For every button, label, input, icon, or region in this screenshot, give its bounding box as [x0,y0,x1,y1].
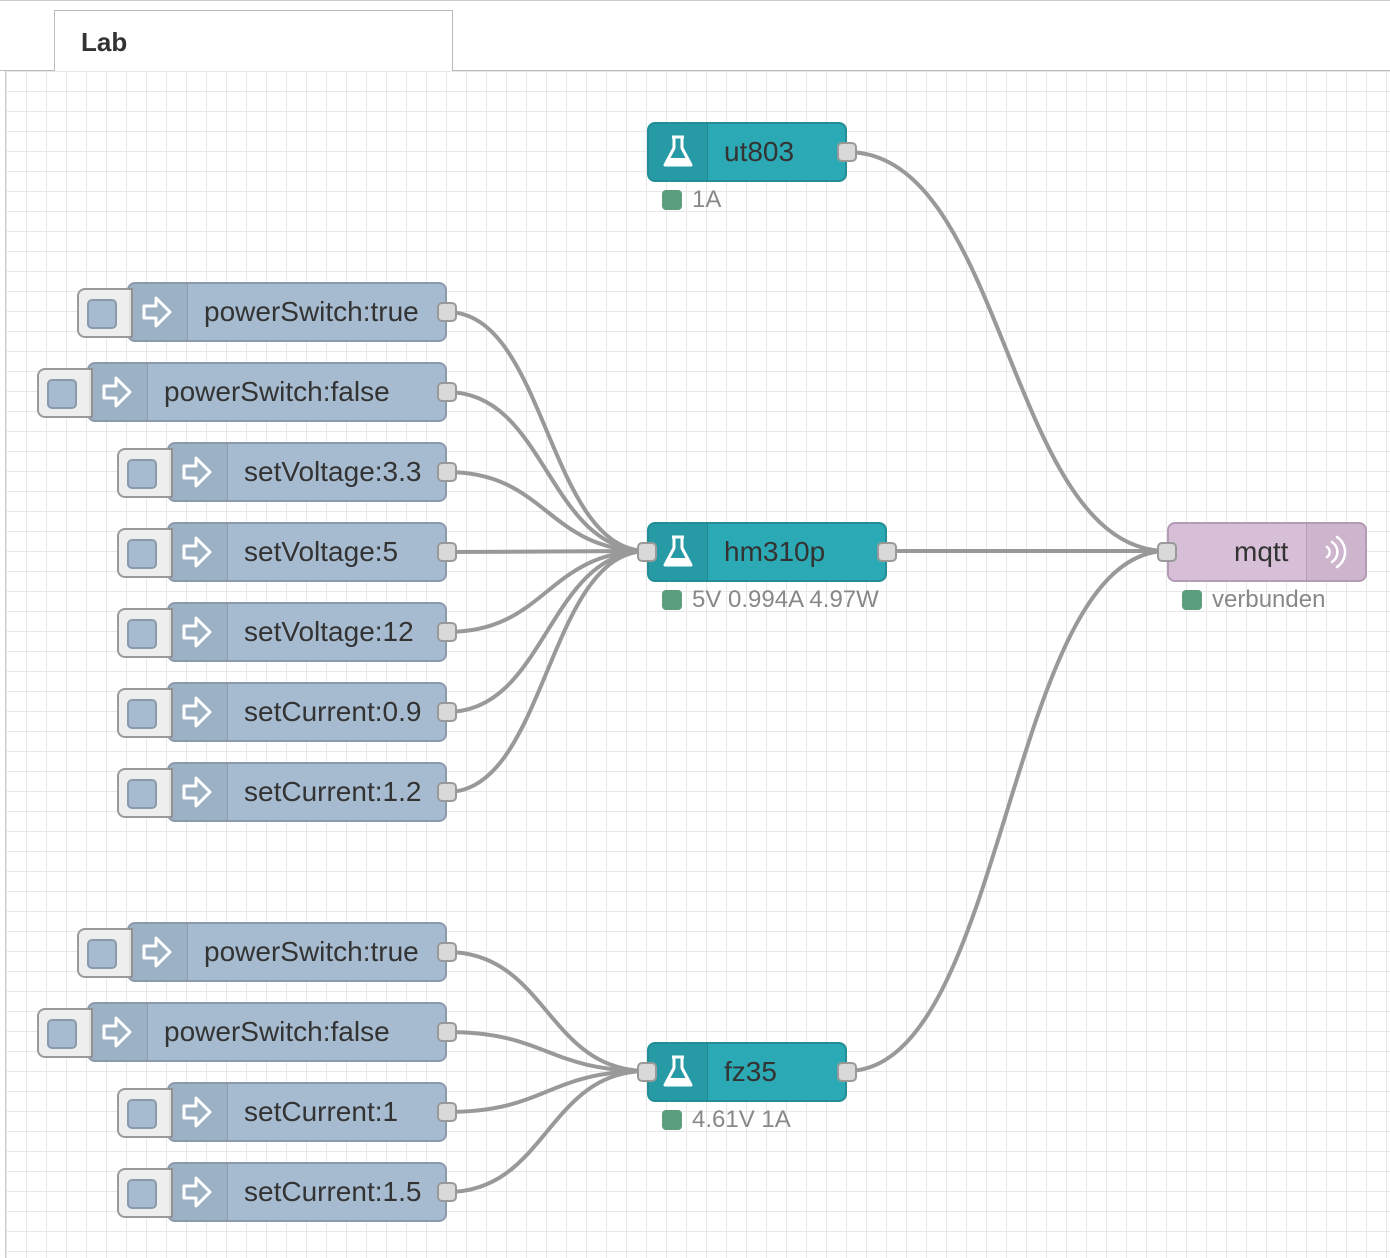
arrow-in-icon [169,764,228,820]
inject-button[interactable] [117,448,173,498]
node-label: mqtt [1234,536,1289,567]
inject-node[interactable]: setVoltage:12 [117,602,447,662]
inject-node[interactable]: setCurrent:0.9 [117,682,447,742]
status-text: 1A [692,186,722,213]
status-dot [1182,590,1202,610]
inject-label: powerSwitch:true [204,936,419,967]
inject-label: setCurrent:1.5 [244,1176,422,1207]
device-node-hm310p[interactable]: hm310p [647,522,887,582]
output-port[interactable] [837,142,857,162]
wire [446,470,648,553]
inject-node[interactable]: powerSwitch:false [37,1002,447,1062]
input-port[interactable] [637,542,657,562]
status-dot [662,1110,682,1130]
wire [446,549,648,634]
inject-label: setCurrent:0.9 [244,696,422,727]
flask-icon [649,1044,708,1100]
arrow-in-icon [89,1004,148,1060]
input-port[interactable] [1157,542,1177,562]
output-port[interactable] [437,1102,457,1122]
wire [446,1030,648,1073]
wire [846,549,1168,1073]
flow-canvas[interactable]: powerSwitch:true powerSwitch:false setVo… [5,71,1390,1258]
node-label: ut803 [724,136,795,167]
device-node-ut803[interactable]: ut803 [647,122,847,182]
arrow-in-icon [169,1084,228,1140]
arrow-in-icon [169,524,228,580]
device-node-fz35[interactable]: fz35 [647,1042,847,1102]
tab-label: Lab [81,27,128,57]
inject-node[interactable]: setCurrent:1 [117,1082,447,1142]
status-text: verbunden [1212,586,1326,613]
output-port[interactable] [437,1022,457,1042]
wire [846,150,1168,553]
radio-waves-icon [1306,524,1365,580]
arrow-in-icon [169,1164,228,1220]
arrow-in-icon [129,924,188,980]
inject-button[interactable] [117,528,173,578]
inject-button[interactable] [117,1168,173,1218]
wire [446,549,648,554]
status-dot [662,590,682,610]
tab-lab[interactable]: Lab [54,10,453,73]
wire [446,390,648,553]
output-port[interactable] [437,1182,457,1202]
inject-button[interactable] [37,1008,93,1058]
arrow-in-icon [169,684,228,740]
inject-button[interactable] [117,1088,173,1138]
inject-node[interactable]: setVoltage:3.3 [117,442,447,502]
mqtt-out-node[interactable]: mqtt [1167,522,1367,582]
arrow-in-icon [169,604,228,660]
wire [446,1069,648,1114]
flask-icon [649,524,708,580]
arrow-in-icon [129,284,188,340]
inject-label: powerSwitch:true [204,296,419,327]
inject-node[interactable]: powerSwitch:true [77,922,447,982]
output-port[interactable] [437,942,457,962]
node-label: hm310p [724,536,826,567]
output-port[interactable] [437,382,457,402]
inject-label: setVoltage:12 [244,616,414,647]
flask-icon [649,124,708,180]
output-port[interactable] [877,542,897,562]
output-port[interactable] [837,1062,857,1082]
inject-label: powerSwitch:false [164,376,390,407]
input-port[interactable] [637,1062,657,1082]
inject-node[interactable]: powerSwitch:false [37,362,447,422]
node-label: fz35 [724,1056,777,1087]
inject-label: setCurrent:1.2 [244,776,422,807]
tab-bar: Lab [0,0,1390,73]
inject-label: setCurrent:1 [244,1096,399,1127]
output-port[interactable] [437,462,457,482]
inject-label: setVoltage:5 [244,536,399,567]
inject-label: setVoltage:3.3 [244,456,422,487]
inject-button[interactable] [117,688,173,738]
status-text: 4.61V 1A [692,1106,791,1133]
output-port[interactable] [437,542,457,562]
inject-node[interactable]: setVoltage:5 [117,522,447,582]
wire [446,950,648,1073]
output-port[interactable] [437,702,457,722]
inject-button[interactable] [77,288,133,338]
arrow-in-icon [169,444,228,500]
status-text: 5V 0.994A 4.97W [692,586,879,613]
output-port[interactable] [437,302,457,322]
status-dot [662,190,682,210]
inject-node[interactable]: setCurrent:1.5 [117,1162,447,1222]
arrow-in-icon [89,364,148,420]
output-port[interactable] [437,782,457,802]
inject-node[interactable]: powerSwitch:true [77,282,447,342]
wire [446,310,648,553]
wire [446,549,648,794]
inject-label: powerSwitch:false [164,1016,390,1047]
inject-button[interactable] [77,928,133,978]
wire [446,1069,648,1194]
inject-button[interactable] [117,608,173,658]
inject-node[interactable]: setCurrent:1.2 [117,762,447,822]
inject-button[interactable] [37,368,93,418]
wire [446,549,648,714]
inject-button[interactable] [117,768,173,818]
wires-layer [446,150,1168,1194]
output-port[interactable] [437,622,457,642]
